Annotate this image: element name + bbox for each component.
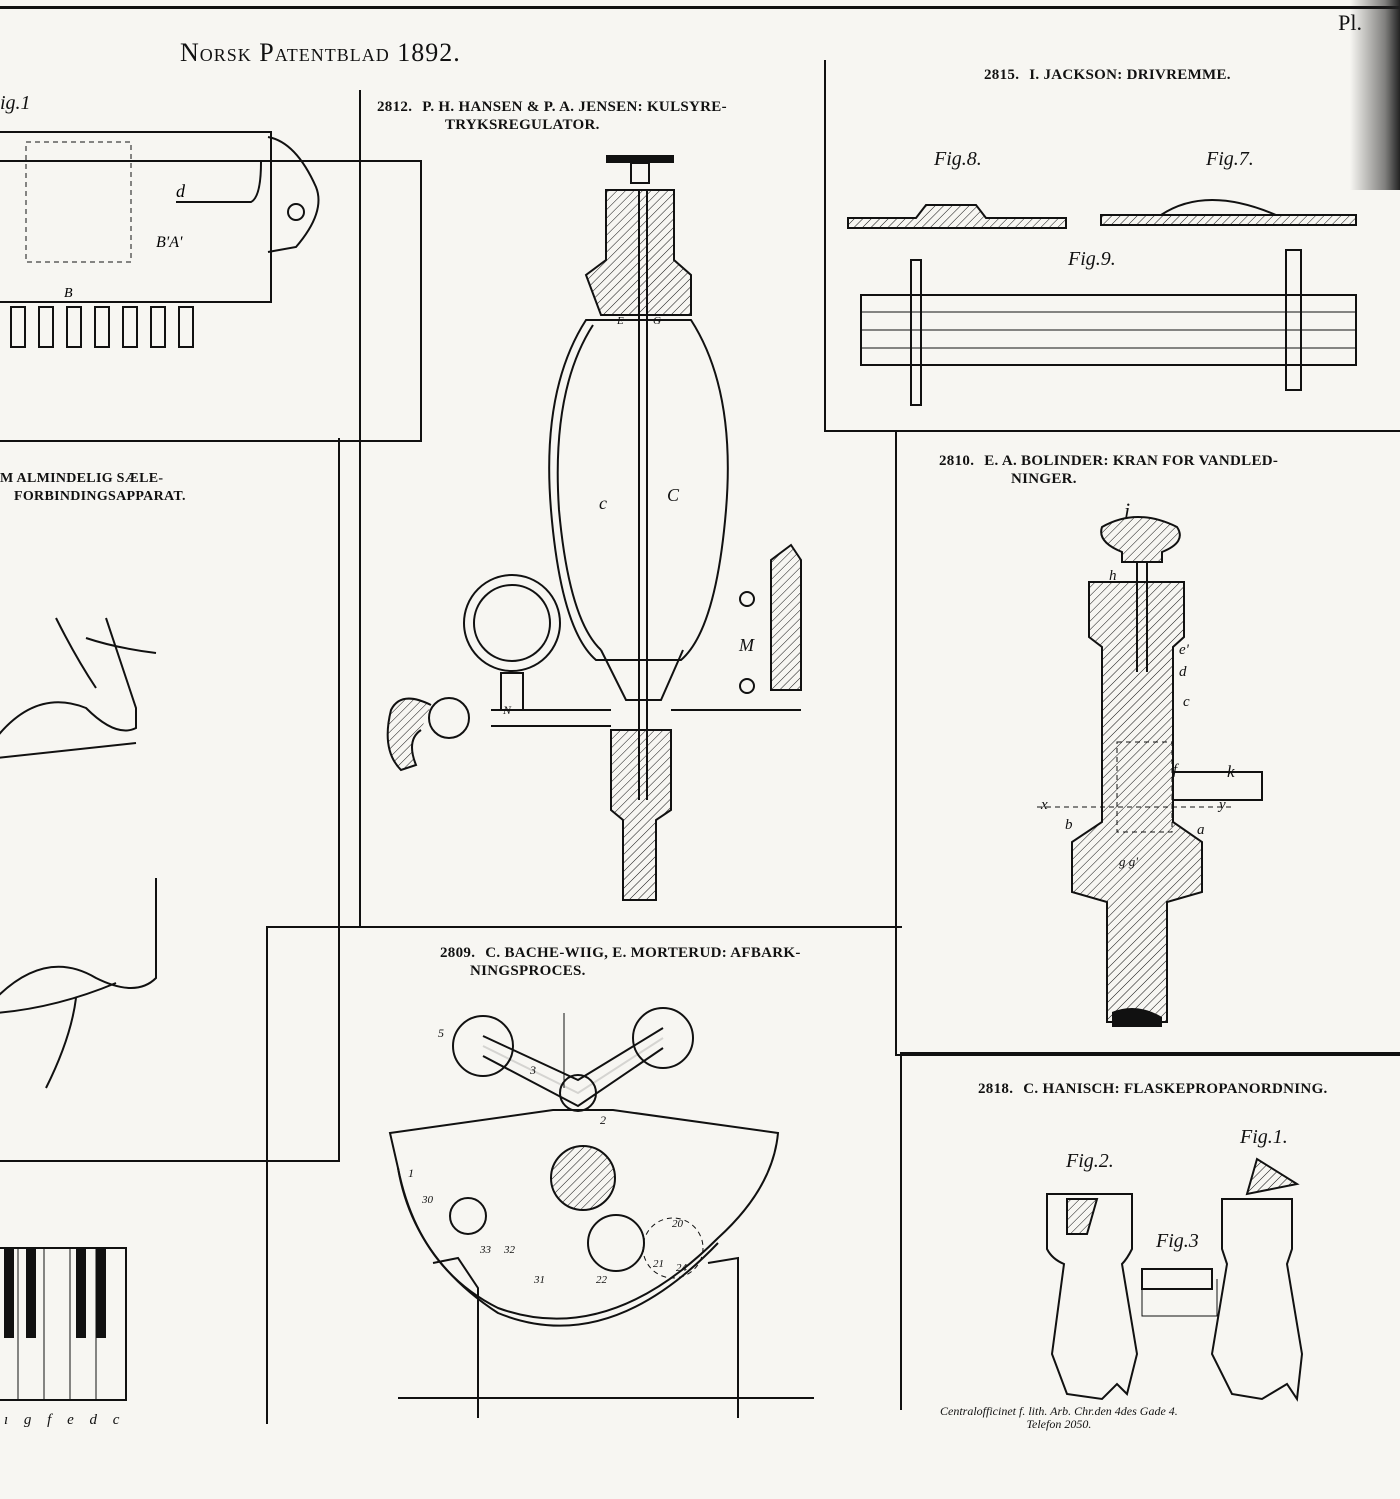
page-edge-shadow [1350,0,1400,190]
left-fig-label: ig.1 [0,92,31,114]
kran-label-c: c [1183,694,1190,710]
bark-label-3: 3 [530,1063,536,1077]
kran-label-d: d [1179,664,1187,680]
bottle-stopper-drawings [1046,1157,1304,1402]
label-c: c [599,493,607,513]
kran-label-e-prime: e' [1179,642,1189,658]
bark-label-20: 20 [672,1218,683,1230]
left-mid-panel: M ALMINDELIG SÆLE- FORBINDINGSAPPARAT. [0,438,340,1162]
drive-belt-drawings [847,199,1357,406]
fig8-label: Fig.8. [934,148,982,170]
fig7-label: Fig.7. [1206,148,1254,170]
label-G: G [653,315,661,327]
patent-2812-title-cont: TRYKSREGULATOR. [445,117,600,133]
printer-credit-line1: Centralofficinet f. lith. Arb. Chr.den 4… [940,1404,1178,1418]
instrument-drawing: d B B'A' [0,131,320,348]
patent-2809-title-cont: NINGSPROCES. [470,963,586,979]
kran-label-k: k [1227,762,1235,781]
keyboard-note-labels: ı g f e d c [4,1412,126,1428]
kran-label-a: a [1197,822,1205,838]
bark-label-21: 21 [653,1258,664,1270]
bark-label-24: 24 [676,1262,687,1274]
bark-label-1: 1 [408,1166,414,1180]
panel-2809: 2809.C. BACHE-WIIG, E. MORTERUD: AFBARK-… [266,926,902,1422]
panel-2818: 2818.C. HANISCH: FLASKEPROPANORDNING. Fi… [900,1052,1400,1410]
hanisch-fig3-label: Fig.3 [1156,1230,1199,1252]
hanisch-fig2-label: Fig.2. [1066,1150,1114,1172]
label-N: N [503,703,512,717]
kran-label-b: b [1065,817,1073,833]
svg-text:B'A': B'A' [156,234,183,251]
bark-label-2: 2 [600,1113,606,1127]
pressure-regulator-drawing [386,155,802,901]
svg-text:B: B [64,286,73,301]
left-bottom-panel: ı g f e d c [0,1160,268,1428]
kran-label-i: i [1124,498,1131,523]
hanisch-fig1-label: Fig.1. [1240,1126,1288,1148]
water-tap-drawing [1037,516,1263,1027]
kran-label-h: h [1109,568,1117,584]
svg-text:d: d [176,181,186,201]
left-header-2: FORBINDINGSAPPARAT. [14,489,186,504]
patent-2810-title: 2810.E. A. BOLINDER: KRAN FOR VANDLED- [939,453,1279,469]
patent-2815-title: 2815.I. JACKSON: DRIVREMME. [984,67,1231,83]
bark-label-33: 33 [480,1244,491,1256]
debarking-machine-drawing [388,1007,814,1418]
bark-label-22: 22 [596,1274,607,1286]
kran-label-g: g g' [1119,854,1139,869]
bark-label-30: 30 [422,1194,433,1206]
kran-label-x: x [1041,797,1048,813]
patent-2809-title: 2809.C. BACHE-WIIG, E. MORTERUD: AFBARK- [440,945,801,961]
masthead-title: Norsk Patentblad 1892. [180,38,461,67]
bark-label-32: 32 [504,1244,515,1256]
fig9-label: Fig.9. [1068,248,1116,270]
bark-label-31: 31 [534,1274,545,1286]
patent-2812-title: 2812.P. H. HANSEN & P. A. JENSEN: KULSYR… [377,99,727,115]
panel-2810: 2810.E. A. BOLINDER: KRAN FOR VANDLED- N… [895,430,1400,1056]
left-header-1: M ALMINDELIG SÆLE- [0,471,164,486]
harness-drawings [0,617,157,1089]
printer-credit-line2: Telefon 2050. [1026,1417,1092,1431]
patent-2810-title-cont: NINGER. [1011,471,1077,487]
left-top-panel: d B B'A' [0,131,422,442]
keyboard-drawing [0,1247,127,1401]
printer-credit: Centralofficinet f. lith. Arb. Chr.den 4… [940,1405,1178,1431]
panel-2812: 2812.P. H. HANSEN & P. A. JENSEN: KULSYR… [359,90,902,928]
top-rule [0,6,1400,9]
kran-label-f: f [1173,762,1178,778]
kran-label-y: y [1219,797,1226,813]
bark-label-5: 5 [438,1026,444,1040]
label-M: M [739,635,754,655]
label-C: C [667,485,680,505]
pin-row [10,306,194,348]
plate-number: Pl. [1338,10,1362,35]
label-E: E [617,315,624,327]
panel-2815: 2815.I. JACKSON: DRIVREMME. Fig.8. Fig.7… [824,60,1400,432]
patent-2818-title: 2818.C. HANISCH: FLASKEPROPANORDNING. [978,1081,1328,1097]
